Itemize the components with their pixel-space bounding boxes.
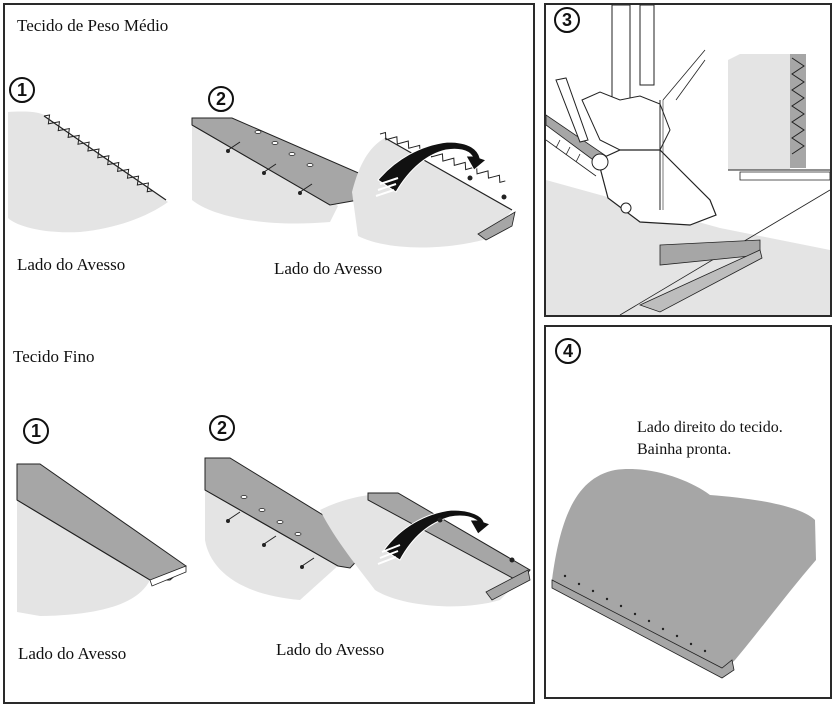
- step4-caption-line2: Bainha pronta.: [637, 441, 732, 458]
- thin-step1-caption: Lado do Avesso: [18, 644, 127, 663]
- thin-step2-caption: Lado do Avesso: [276, 640, 385, 659]
- step-number-2-medium: 2: [208, 86, 234, 112]
- svg-text:4: 4: [563, 341, 573, 361]
- thin-step1-illustration: [16, 463, 187, 616]
- medium-fabric-title: Tecido de Peso Médio: [17, 16, 169, 35]
- step-number-1-medium: 1: [9, 77, 35, 103]
- step4-caption-line1: Lado direito do tecido.: [637, 419, 783, 436]
- step3-illustration: [546, 5, 830, 315]
- step-number-3: 3: [554, 7, 580, 33]
- svg-text:3: 3: [562, 10, 572, 30]
- medium-step1-caption: Lado do Avesso: [17, 255, 126, 274]
- thin-step2-illustration: [204, 457, 531, 607]
- zigzag-stitch: [43, 114, 153, 193]
- step-number-1-thin: 1: [23, 418, 49, 444]
- medium-step2-caption: Lado do Avesso: [274, 259, 383, 278]
- step4-illustration: [551, 469, 816, 679]
- svg-text:1: 1: [17, 80, 27, 100]
- medium-step1-illustration: [8, 111, 168, 233]
- svg-text:2: 2: [217, 418, 227, 438]
- fold-arrow: [383, 509, 492, 561]
- svg-text:2: 2: [216, 89, 226, 109]
- thin-fabric-title: Tecido Fino: [13, 347, 95, 366]
- step-number-4: 4: [555, 338, 581, 364]
- svg-text:1: 1: [31, 421, 41, 441]
- medium-step2-illustration: [191, 117, 516, 248]
- step-number-2-thin: 2: [209, 415, 235, 441]
